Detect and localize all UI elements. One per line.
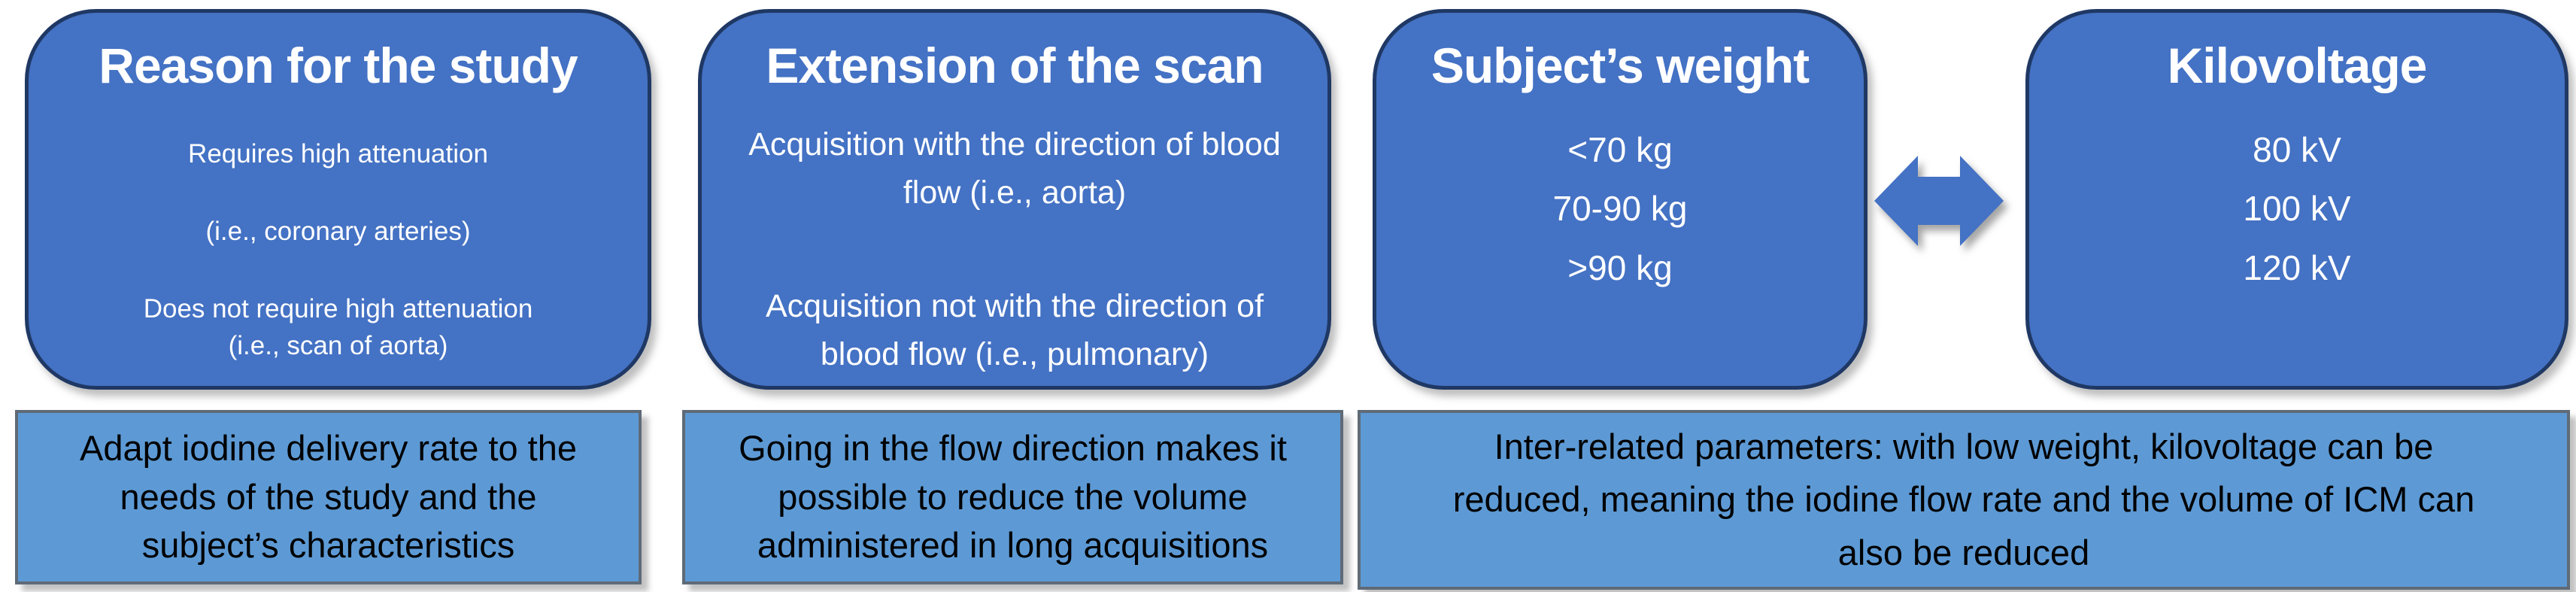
reason-box-body: Requires high attenuation (i.e., coronar…	[144, 135, 533, 364]
weight-option-over-90: >90 kg	[1567, 247, 1673, 287]
kilovoltage-option-100: 100 kV	[2243, 189, 2351, 229]
weight-option-under-70: <70 kg	[1567, 129, 1673, 169]
extension-box-body: Acquisition with the direction of blood …	[748, 120, 1281, 379]
left-right-arrow-icon	[1874, 153, 2004, 249]
weight-options: <70 kg 70-90 kg >90 kg	[1552, 129, 1688, 287]
note-box-weight-kilovoltage: Inter-related parameters: with low weigh…	[1358, 410, 2570, 590]
reason-item-coronary-arteries: (i.e., coronary arteries)	[205, 216, 471, 246]
kilovoltage-option-80: 80 kV	[2253, 129, 2341, 169]
kilovoltage-option-120: 120 kV	[2243, 247, 2351, 287]
note-extension-text: Going in the flow direction makes it pos…	[739, 427, 1287, 566]
parameter-box-kilovoltage: Kilovoltage 80 kV 100 kV 120 kV	[2025, 9, 2568, 390]
reason-item-no-high-attenuation: Does not require high attenuation (i.e.,…	[143, 293, 533, 360]
parameter-box-reason: Reason for the study Requires high atten…	[25, 9, 651, 390]
extension-item-with-flow: Acquisition with the direction of blood …	[748, 126, 1281, 211]
parameter-box-weight: Subject’s weight <70 kg 70-90 kg >90 kg	[1373, 9, 1868, 390]
note-box-extension: Going in the flow direction makes it pos…	[682, 410, 1343, 584]
extension-box-title: Extension of the scan	[766, 38, 1264, 93]
kilovoltage-box-title: Kilovoltage	[2167, 38, 2428, 93]
note-box-reason: Adapt iodine delivery rate to the needs …	[15, 410, 642, 584]
reason-box-title: Reason for the study	[99, 38, 578, 93]
kilovoltage-options: 80 kV 100 kV 120 kV	[2243, 129, 2351, 287]
parameter-box-extension: Extension of the scan Acquisition with t…	[698, 9, 1331, 390]
left-right-arrow-shape	[1874, 156, 2004, 246]
note-reason-text: Adapt iodine delivery rate to the needs …	[79, 427, 578, 566]
weight-option-70-90: 70-90 kg	[1552, 189, 1688, 229]
weight-box-title: Subject’s weight	[1431, 38, 1810, 93]
extension-item-against-flow: Acquisition not with the direction of bl…	[765, 287, 1264, 373]
reason-item-high-attenuation: Requires high attenuation	[188, 138, 488, 168]
note-weight-kilovoltage-text: Inter-related parameters: with low weigh…	[1452, 426, 2475, 572]
